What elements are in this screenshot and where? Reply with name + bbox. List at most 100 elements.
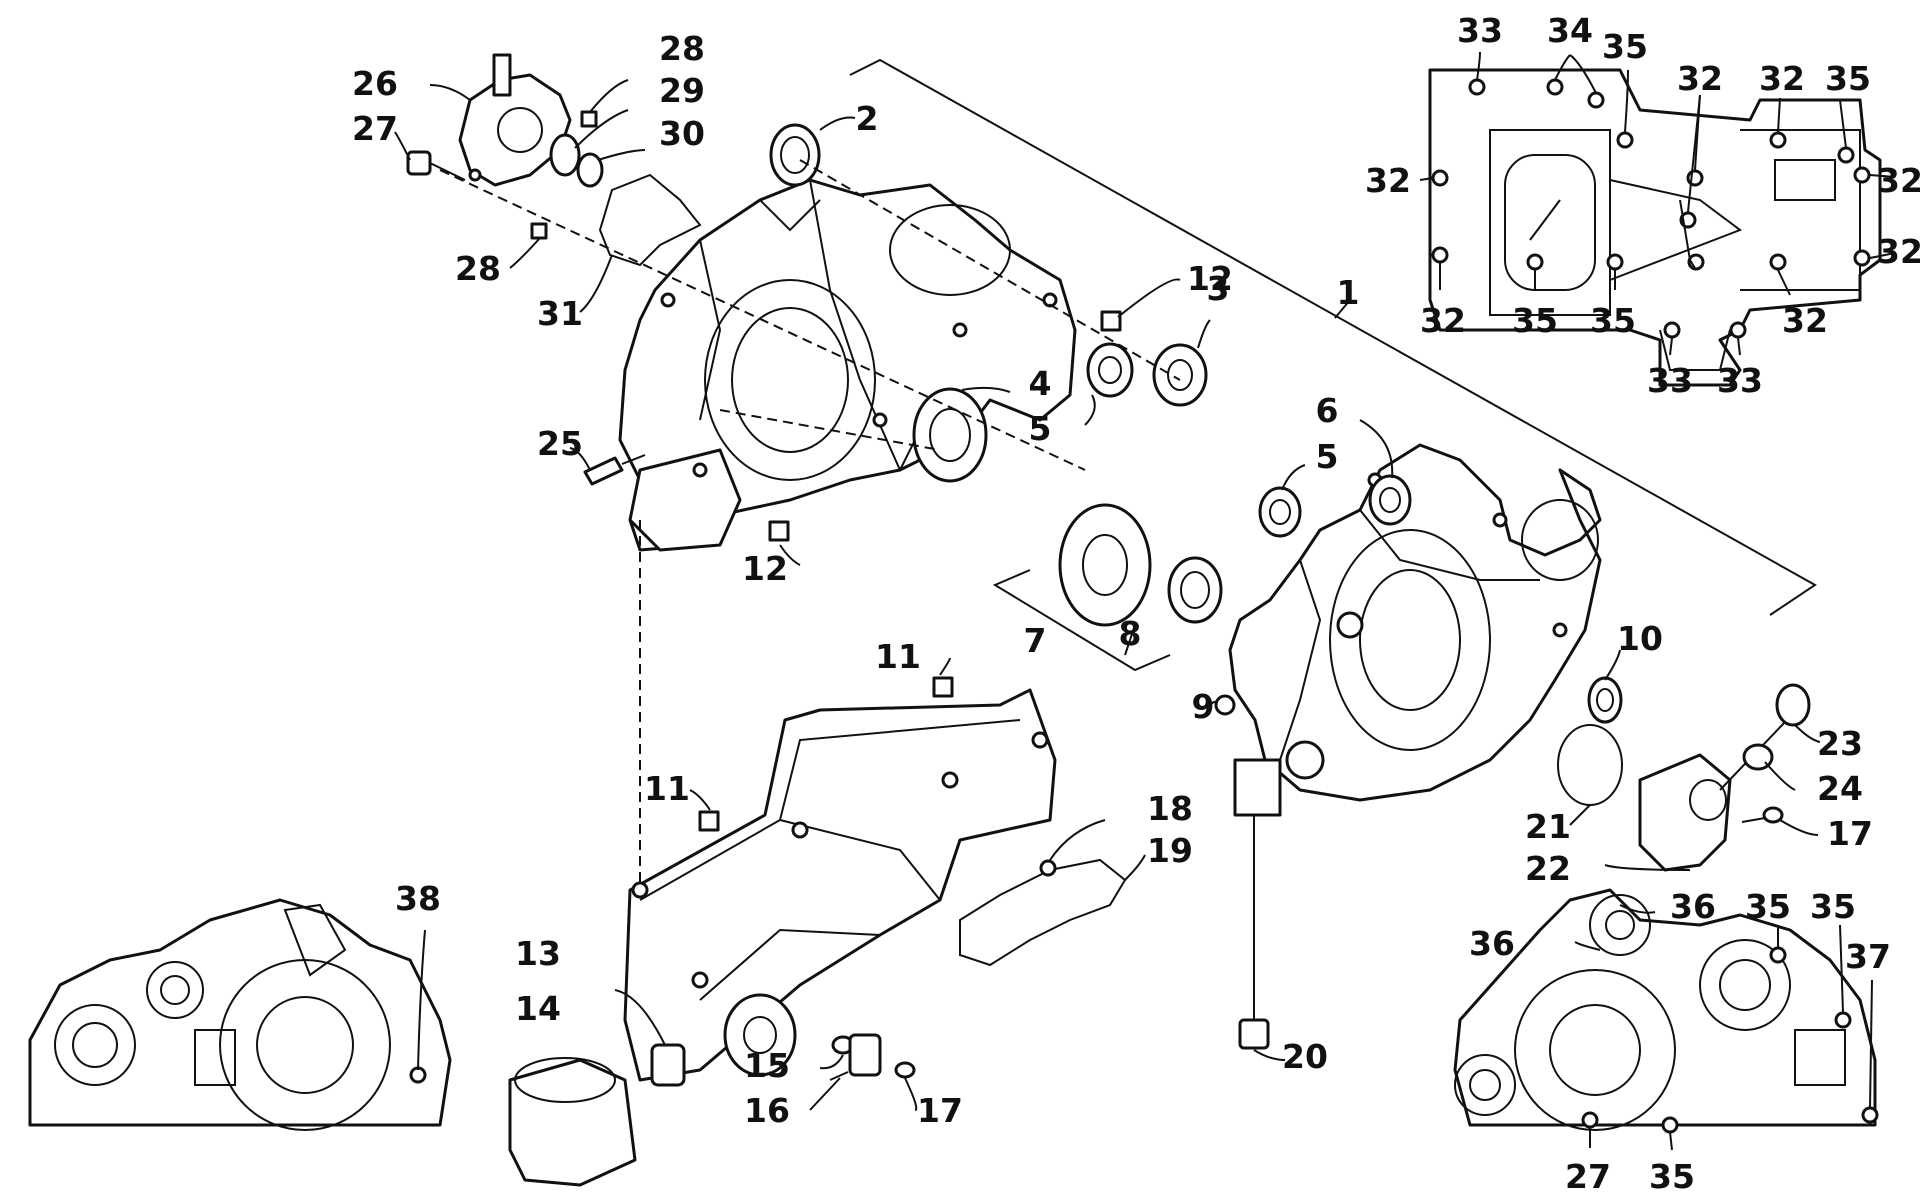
label-21: 21 bbox=[1525, 807, 1571, 846]
seal-2 bbox=[769, 123, 821, 187]
top-view-crankcase bbox=[1428, 68, 1882, 387]
bottom-right-view bbox=[1453, 888, 1879, 1134]
label-2: 2 bbox=[856, 99, 879, 138]
dowel-12-lower bbox=[768, 520, 790, 542]
label-36-left: 36 bbox=[1469, 924, 1515, 963]
label-10: 10 bbox=[1617, 619, 1663, 658]
dowel-28-top bbox=[580, 110, 598, 128]
label-27-lower: 27 bbox=[1565, 1157, 1611, 1196]
label-6: 6 bbox=[1316, 391, 1339, 430]
label-36-right: 36 bbox=[1670, 887, 1716, 926]
label-23: 23 bbox=[1817, 724, 1863, 763]
bearing-6 bbox=[1368, 474, 1412, 526]
label-22: 22 bbox=[1525, 849, 1571, 888]
bracket-7 bbox=[992, 569, 1171, 672]
label-1: 1 bbox=[1337, 273, 1360, 312]
bottom-left-view bbox=[28, 898, 452, 1131]
axis-upper-1 bbox=[439, 169, 1086, 471]
label-32-right-lower: 32 bbox=[1877, 232, 1920, 271]
label-33-top: 33 bbox=[1457, 11, 1503, 50]
label-32-right-upper: 32 bbox=[1877, 161, 1920, 200]
stud-25 bbox=[583, 454, 646, 486]
filter-cover-22 bbox=[1638, 753, 1732, 872]
label-37: 37 bbox=[1845, 937, 1891, 976]
plug-9 bbox=[1214, 694, 1236, 716]
label-14: 14 bbox=[515, 989, 561, 1028]
drain-plug-20 bbox=[1238, 815, 1270, 1050]
label-35-lower-view-3: 35 bbox=[1649, 1157, 1695, 1196]
label-17-lower: 17 bbox=[917, 1091, 963, 1130]
water-pump-cover-26 bbox=[458, 53, 572, 187]
bearing-4 bbox=[912, 387, 988, 483]
bearing-3 bbox=[1152, 343, 1208, 407]
seal-10 bbox=[1587, 676, 1623, 724]
label-27-upper: 27 bbox=[352, 109, 398, 148]
label-28-lower: 28 bbox=[455, 249, 501, 288]
label-33-bottom-right: 33 bbox=[1717, 361, 1763, 400]
o-ring-30 bbox=[576, 152, 604, 188]
screw-17-lower bbox=[894, 1061, 916, 1079]
label-7: 7 bbox=[1024, 621, 1047, 660]
dowel-11-lower bbox=[698, 810, 720, 832]
bolt-27 bbox=[406, 150, 466, 181]
dowel-28-bottom bbox=[530, 222, 548, 240]
label-28-upper: 28 bbox=[659, 29, 705, 68]
oil-filter-14 bbox=[508, 1057, 637, 1187]
axis-upper-3 bbox=[799, 159, 1181, 381]
label-33-bottom-left: 33 bbox=[1647, 361, 1693, 400]
label-19: 19 bbox=[1147, 831, 1193, 870]
label-38: 38 bbox=[395, 879, 441, 918]
assembly-7-bearing bbox=[1058, 503, 1152, 627]
gasket-31 bbox=[598, 173, 702, 267]
label-25: 25 bbox=[537, 424, 583, 463]
label-11-lower: 11 bbox=[644, 769, 690, 808]
nipple-16 bbox=[829, 1033, 882, 1081]
screw-18 bbox=[1039, 859, 1057, 877]
bearing-5-upper bbox=[1086, 342, 1134, 398]
gasket-19 bbox=[959, 858, 1127, 967]
bracket-1-to-label bbox=[1334, 299, 1351, 319]
fitting-13 bbox=[650, 1043, 686, 1087]
seal-29 bbox=[549, 133, 581, 177]
label-17-right: 17 bbox=[1827, 814, 1873, 853]
label-35-bottom-1: 35 bbox=[1512, 301, 1558, 340]
label-15: 15 bbox=[744, 1046, 790, 1085]
label-13: 13 bbox=[515, 934, 561, 973]
label-32-left: 32 bbox=[1365, 161, 1411, 200]
label-35-top: 35 bbox=[1602, 27, 1648, 66]
label-5-lower: 5 bbox=[1316, 437, 1339, 476]
label-35-top-right: 35 bbox=[1825, 59, 1871, 98]
screw-17-right bbox=[1741, 806, 1784, 824]
label-32-bottom-left: 32 bbox=[1420, 301, 1466, 340]
label-26: 26 bbox=[352, 64, 398, 103]
label-35-bottom-2: 35 bbox=[1590, 301, 1636, 340]
bearing-8 bbox=[1167, 556, 1223, 624]
bracket-1 bbox=[849, 58, 1817, 616]
callout-labels: 1 2 3 4 5 5 6 7 8 9 10 11 11 12 12 13 14… bbox=[352, 11, 1920, 1196]
label-32-top-middle: 32 bbox=[1677, 59, 1723, 98]
dipstick-23 bbox=[1719, 683, 1811, 791]
label-12-upper: 12 bbox=[1187, 259, 1233, 298]
label-31: 31 bbox=[537, 294, 583, 333]
label-3: 3 bbox=[1207, 269, 1230, 308]
dowel-12-upper bbox=[1100, 310, 1122, 332]
label-20: 20 bbox=[1282, 1037, 1328, 1076]
right-crankcase-half bbox=[1228, 443, 1602, 817]
label-16: 16 bbox=[744, 1091, 790, 1130]
dowel-11-upper bbox=[932, 676, 954, 698]
oil-pan bbox=[623, 688, 1057, 1082]
label-35-lower-view-1: 35 bbox=[1745, 887, 1791, 926]
label-5-upper: 5 bbox=[1029, 409, 1052, 448]
axis-upper-2 bbox=[719, 409, 941, 451]
label-29: 29 bbox=[659, 71, 705, 110]
label-4: 4 bbox=[1029, 364, 1052, 403]
label-34: 34 bbox=[1547, 11, 1593, 50]
label-11-upper: 11 bbox=[875, 637, 921, 676]
label-32-top-right: 32 bbox=[1759, 59, 1805, 98]
label-12-lower: 12 bbox=[742, 549, 788, 588]
bearing-5-lower bbox=[1258, 486, 1302, 538]
left-crankcase-half bbox=[618, 178, 1077, 552]
label-18: 18 bbox=[1147, 789, 1193, 828]
label-30: 30 bbox=[659, 114, 705, 153]
